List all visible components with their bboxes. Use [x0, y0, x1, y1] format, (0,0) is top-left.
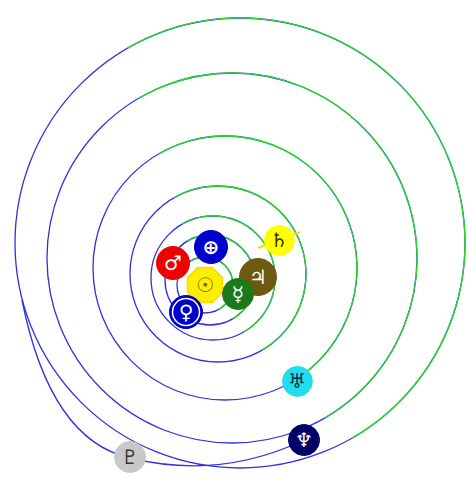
- planet-node: ⊕: [194, 230, 228, 264]
- planet-node: ♂: [156, 246, 190, 280]
- planet-node: ♇: [114, 441, 146, 473]
- planet-symbol: ♂: [164, 253, 182, 273]
- orbit: [47, 73, 417, 443]
- planet-node: ♅: [282, 366, 313, 397]
- planet-node: ♆: [288, 424, 320, 456]
- orbit: [128, 193, 297, 362]
- planet-symbol: ☉: [196, 275, 214, 295]
- planet-symbol: ♇: [121, 447, 139, 467]
- orbit: [151, 216, 275, 340]
- orbit: [0, 5, 468, 490]
- pluto-orbit: [22, 300, 304, 466]
- orbit: [130, 186, 306, 362]
- planet-symbol: ♅: [288, 371, 306, 391]
- planet-symbol: ♄: [270, 230, 288, 250]
- orbit: [93, 136, 357, 400]
- planet-node: ♄: [264, 225, 295, 256]
- planet-symbol: ♀: [179, 302, 194, 322]
- orbit: [98, 154, 338, 394]
- orbit: [45, 88, 406, 449]
- planet-node: ☿: [222, 278, 254, 310]
- planet-symbol: ☿: [232, 284, 244, 304]
- planet-symbol: ♃: [249, 267, 267, 287]
- planet-symbol: ♆: [295, 430, 313, 450]
- planet-node: ♀: [169, 295, 203, 329]
- orbit: [15, 18, 465, 468]
- planet-symbol: ⊕: [203, 237, 220, 257]
